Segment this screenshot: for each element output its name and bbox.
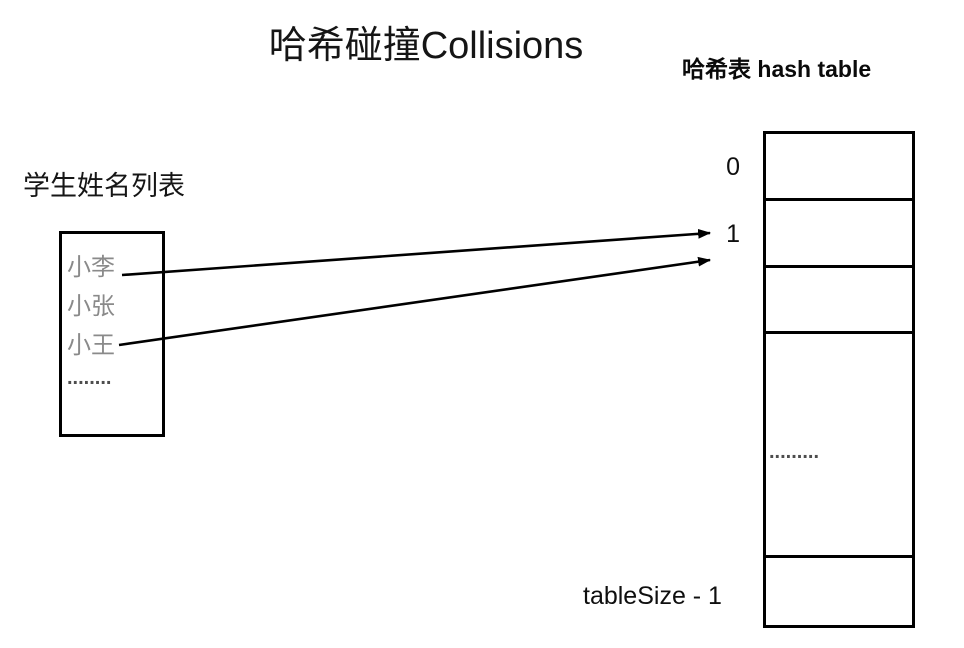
hash-table-cell-last bbox=[766, 558, 912, 625]
diagram-title: 哈希碰撞Collisions bbox=[268, 25, 584, 67]
arrow-xiaoli-to-index1 bbox=[121, 228, 712, 277]
hash-table-cell-1 bbox=[766, 201, 912, 268]
hash-table-cell-ellipsis bbox=[766, 334, 912, 558]
arrow-xiaowang-to-index1 bbox=[118, 256, 712, 347]
hash-table bbox=[763, 131, 915, 628]
hash-table-cell-2 bbox=[766, 268, 912, 334]
hash-table-ellipsis: ......... bbox=[769, 441, 820, 463]
index-label-1: 1 bbox=[726, 220, 740, 248]
student-name-xiaozhang: 小张 bbox=[67, 293, 115, 320]
hash-table-cell-0 bbox=[766, 134, 912, 201]
student-list-heading: 学生姓名列表 bbox=[23, 171, 185, 201]
student-name-xiaoli: 小李 bbox=[67, 254, 115, 281]
student-name-xiaowang: 小王 bbox=[67, 332, 115, 359]
index-label-tablesize-minus-1: tableSize - 1 bbox=[583, 582, 722, 610]
student-list-ellipsis: ........ bbox=[67, 367, 112, 389]
hash-table-heading: 哈希表 hash table bbox=[682, 56, 872, 82]
index-label-0: 0 bbox=[726, 153, 740, 181]
